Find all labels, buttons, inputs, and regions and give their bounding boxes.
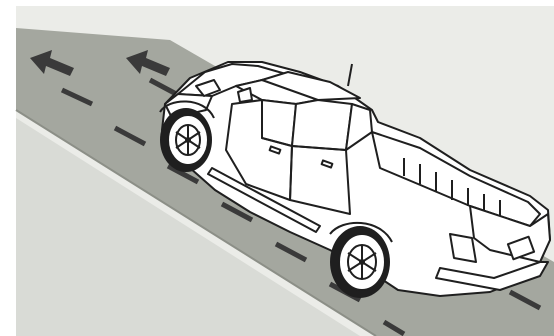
top-border — [0, 0, 554, 6]
rear-wheel — [330, 226, 390, 298]
front-wheel — [160, 108, 212, 172]
left-border — [0, 0, 16, 336]
rear-window — [292, 100, 352, 150]
tail-light — [450, 234, 476, 262]
